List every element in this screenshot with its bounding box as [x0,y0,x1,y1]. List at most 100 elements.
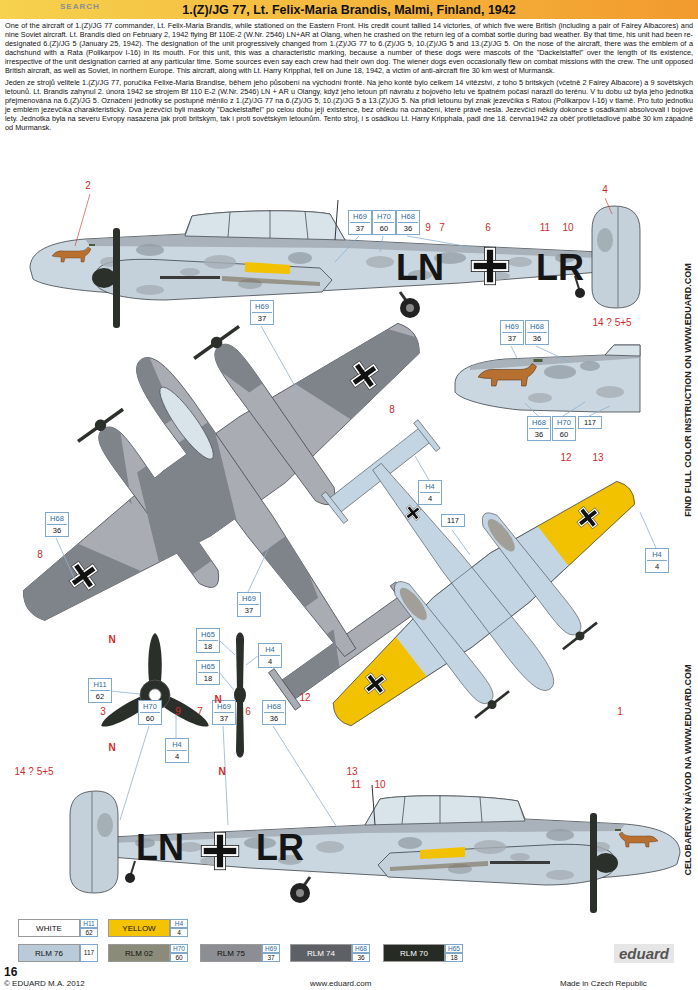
legend-text: YELLOW [122,924,155,933]
paint-code-box: H44 [645,548,669,573]
paint-code: H65 [198,629,218,641]
nose-detail [455,345,640,412]
legend-text: RLM 75 [217,949,245,958]
lower-plan-view [217,338,698,807]
color-swatch: YELLOW [108,919,170,937]
paint-code-box: H6937 [348,210,372,235]
artwork-part [194,326,239,358]
artwork-part [572,502,604,534]
artwork-part [164,696,212,732]
artwork-part [110,691,140,694]
color-swatch: RLM 02 [108,944,170,962]
paint-code: 36 [47,525,67,536]
paint-code: 18 [198,673,218,684]
callout-number: 11 [351,780,361,790]
upper-plan-view [0,208,557,813]
watermark: SEARCH [60,2,100,11]
color-swatch: RLM 75 [200,944,262,962]
artwork-part [528,393,552,403]
paint-code: H4 [260,644,280,656]
callout-number: 7 [439,223,445,233]
callout-number: 9 [425,223,431,233]
artwork-part [563,402,585,416]
paint-code-box: 117 [578,416,602,429]
artwork-part [344,355,385,396]
paint-code: H11 [90,679,110,691]
callout-number: 2 [85,181,91,191]
artwork-part [78,409,123,441]
callout-number: 6 [485,223,491,233]
page-number: 16 [4,965,17,979]
artwork-part [388,576,498,708]
paint-code: 36 [527,333,547,344]
paint-code: 62 [90,691,110,702]
paint-code-box: 117 [441,514,465,527]
artwork-part [452,530,470,555]
callout-leaders [75,194,612,246]
callout-number: 11 [540,223,550,233]
artwork-part [120,726,149,820]
callout-number: 10 [374,780,385,790]
callout-number: 10 [562,223,573,233]
artwork-part [511,346,520,364]
paint-code: 37 [239,605,259,616]
origin-note: Made in Czech Republic [560,979,647,988]
artwork-part [580,361,600,371]
artwork-part [483,515,519,555]
paint-code: H65 [198,661,218,673]
paint-code: H68 [527,321,547,333]
artwork-part [414,420,440,452]
website: www.eduard.com [310,979,371,988]
artwork-part [455,345,640,412]
copyright: © EDUARD M.A. 2012 [4,979,85,988]
legend-code: H11 [80,919,98,928]
artwork-part [219,640,235,655]
paint-code: H69 [252,301,272,313]
description-cz: Jeden ze strojů velitele 1.(Z)/JG 77, po… [5,78,693,132]
legend-code: 62 [80,928,98,937]
artwork-part [380,236,383,252]
paint-code-box: H44 [165,738,189,763]
callout-number: 3 [100,707,106,717]
brand-logo: eduard [614,944,674,963]
artwork-part [415,456,429,480]
artwork-part [148,633,162,681]
paint-code-box: H6518 [196,660,220,685]
fuselage-code: LN [396,250,444,286]
blade-mark: N [108,743,115,753]
paint-code: 37 [502,333,522,344]
blade-mark: N [218,767,225,777]
callout-number: 13 [346,767,357,777]
callout-number: 4 [602,185,608,195]
legend-text: WHITE [36,924,62,933]
legend-code: 60 [170,953,188,962]
artwork-part [525,403,538,416]
artwork-part [640,512,656,548]
artwork-part [176,714,177,738]
paint-code: H4 [420,481,440,493]
paint-code-box: H6836 [396,210,420,235]
paint-code-box: H6937 [500,320,524,345]
artwork-part [236,700,244,758]
paint-code: 37 [252,313,272,324]
paint-code: H4 [647,549,667,561]
artwork-part [596,386,624,398]
paint-code-box: H1162 [88,678,112,703]
artwork-part [209,334,225,350]
artwork-part [30,200,640,328]
artwork-part [322,492,348,524]
side-note: CELOBAREVNÝ NÁVOD NA WWW.EDUARD.COM [683,664,693,875]
color-swatch: RLM 74 [290,944,352,962]
artwork-part [536,346,570,362]
legend-code: H69 [262,944,280,953]
artwork-part [153,382,221,465]
legend-code: H65 [445,944,463,953]
paint-code-box: H6836 [262,700,286,725]
artwork-part [278,292,457,466]
fuselage-code: LR [536,250,584,286]
paint-code-box: H6518 [196,628,220,653]
paint-code-box: H7060 [138,700,162,725]
leader-lines [56,236,656,832]
callout-number: 6 [245,707,251,717]
legend-code: 18 [445,953,463,962]
